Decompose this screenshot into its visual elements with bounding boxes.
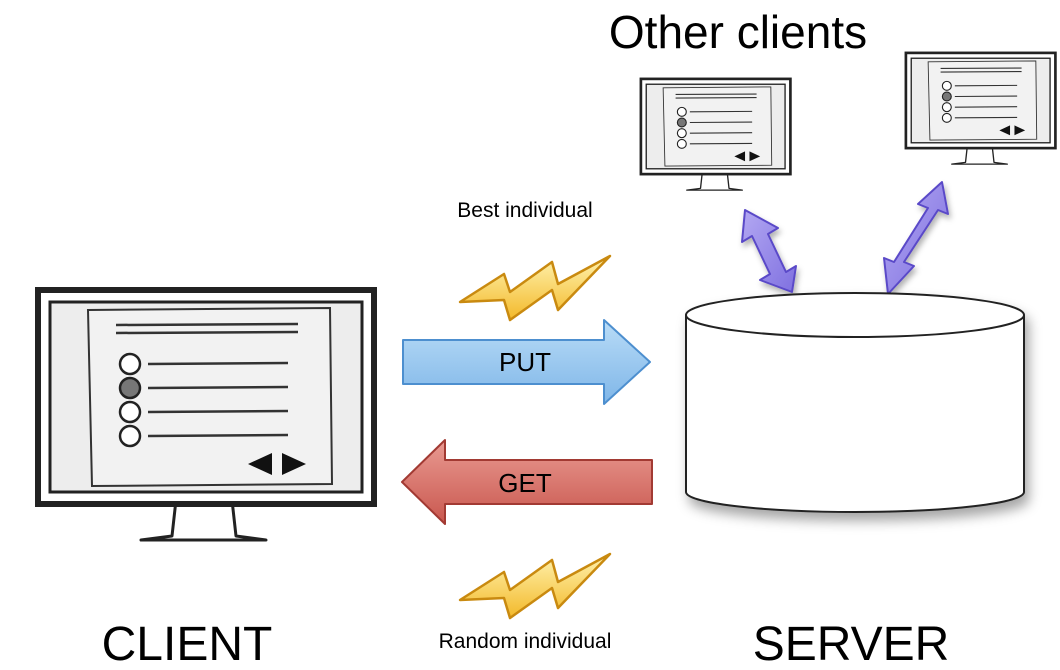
monitor-icon <box>38 290 374 540</box>
lightning-icon <box>458 254 612 322</box>
random-individual-label: Random individual <box>439 630 612 653</box>
bidirectional-arrow-right <box>883 181 949 295</box>
other-clients-label: Other clients <box>609 6 867 58</box>
other-client-monitor-2 <box>904 51 1057 166</box>
server-database <box>685 292 1025 513</box>
put-label: PUT <box>499 347 551 377</box>
lightning-icon <box>458 552 612 620</box>
monitor-icon <box>639 77 792 192</box>
monitor-icon <box>904 51 1057 166</box>
get-arrow: GET <box>401 439 653 525</box>
get-label: GET <box>498 468 552 498</box>
other-client-monitor-1 <box>639 77 792 192</box>
client-monitor <box>38 290 374 540</box>
best-individual-label: Best individual <box>457 199 592 222</box>
put-arrow: PUT <box>402 319 651 405</box>
server-label: SERVER <box>753 618 950 670</box>
client-label: CLIENT <box>102 618 273 670</box>
bidirectional-arrow-left <box>741 209 797 293</box>
